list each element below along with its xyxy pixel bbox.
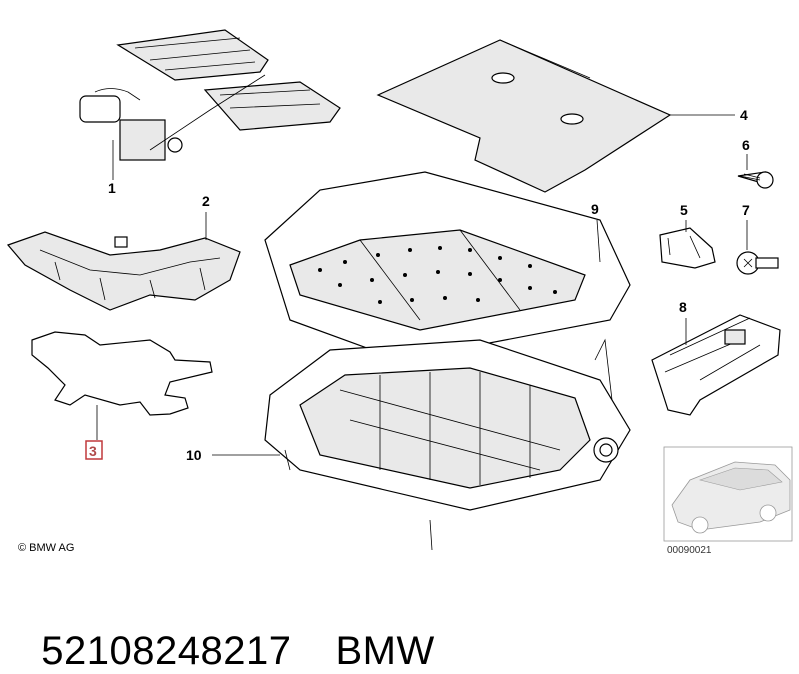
part-8-module[interactable] — [651, 314, 781, 416]
part-number: 52108248217 — [41, 629, 292, 673]
car-silhouette-icon — [671, 461, 791, 534]
reference-number: 00090021 — [667, 545, 712, 556]
callout-7: 7 — [742, 202, 750, 218]
part-4-cover-sheet[interactable] — [376, 39, 672, 193]
callout-4: 4 — [740, 107, 748, 123]
part-2-bracket[interactable] — [6, 231, 241, 311]
vehicle-inset — [663, 446, 793, 542]
part-10-seat-frame[interactable] — [264, 338, 631, 551]
callout-8: 8 — [679, 299, 687, 315]
callout-9: 9 — [591, 201, 599, 217]
copyright-text: © BMW AG — [18, 542, 74, 554]
footer: 52108248217 BMW — [18, 584, 435, 674]
part-5-clip[interactable] — [659, 227, 716, 269]
callout-10: 10 — [186, 447, 202, 463]
callout-5: 5 — [680, 202, 688, 218]
callout-1: 1 — [108, 180, 116, 196]
part-6-screw[interactable] — [737, 171, 774, 189]
callout-6: 6 — [742, 137, 750, 153]
part-3-insulation-sheet[interactable] — [31, 331, 213, 416]
brand-name: BMW — [335, 629, 435, 673]
part-7-bolt[interactable] — [736, 251, 779, 275]
callout-3[interactable]: 3 — [89, 443, 97, 459]
callout-3-highlight-box — [85, 440, 103, 460]
callout-2: 2 — [202, 193, 210, 209]
part-1-heating-mat[interactable] — [79, 29, 341, 161]
part-9-seat-cushion[interactable] — [264, 171, 631, 361]
